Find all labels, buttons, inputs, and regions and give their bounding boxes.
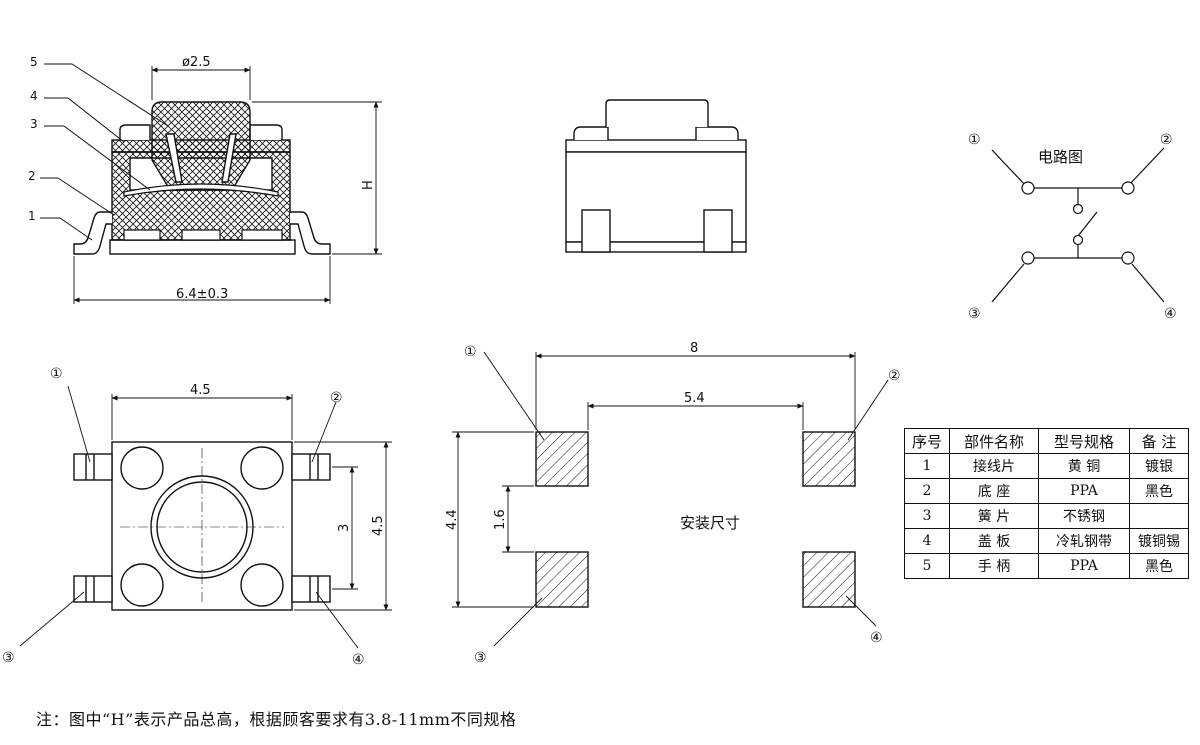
dim-footprint-height: 4.4: [445, 509, 460, 530]
front-cover: [565, 139, 747, 153]
switch-contact-top: [1072, 203, 1084, 215]
table-row: 5 手 柄 PPA 黑色: [904, 553, 1189, 579]
cell-remark: [1129, 503, 1189, 529]
callout-1: 1: [28, 209, 36, 223]
cell-part-name: 底 座: [949, 478, 1039, 504]
cell-part-name: 簧 片: [949, 503, 1039, 529]
dim-pin-pitch: 3: [337, 524, 352, 532]
header-remark: 备 注: [1129, 428, 1189, 454]
schematic-node-4: [1121, 251, 1135, 265]
cell-part-name: 盖 板: [949, 528, 1039, 554]
table-row: 3 簧 片 不锈钢: [904, 503, 1189, 529]
table-row: 1 接线片 黄 铜 镀银: [904, 453, 1189, 479]
height-note: 注：图中“H”表示产品总高，根据顾客要求有3.8-11mm不同规格: [36, 710, 517, 729]
header-part-name: 部件名称: [949, 428, 1039, 454]
parts-table-header: 序号 部件名称 型号规格 备 注: [904, 428, 1189, 454]
cell-spec: PPA: [1038, 553, 1130, 579]
cell-remark: 镀银: [1129, 453, 1189, 479]
cell-remark: 镀铜锡: [1129, 528, 1189, 554]
switch-lever: [1077, 211, 1098, 237]
pad-3: [535, 551, 589, 608]
cell-remark: 黑色: [1129, 553, 1189, 579]
footprint-callout-3: ③: [474, 650, 487, 666]
schematic-node-1: [1021, 181, 1035, 195]
top-view-callout-1: ①: [50, 366, 63, 382]
top-view-post-3: [120, 563, 164, 607]
front-base: [565, 241, 747, 253]
callout-5: 5: [30, 55, 38, 69]
dome-spring: [123, 183, 279, 197]
dim-side-width: 6.4±0.3: [176, 287, 228, 302]
terminal-right: [290, 211, 331, 255]
pad-4: [802, 551, 856, 608]
callout-3: 3: [30, 117, 38, 131]
front-view: [565, 99, 747, 253]
pad-2: [802, 431, 856, 487]
top-view-post-2: [240, 446, 284, 490]
footprint-callout-4: ④: [870, 630, 883, 646]
table-row: 4 盖 板 冷轧钢带 镀铜锡: [904, 528, 1189, 554]
schematic-title: 电路图: [1038, 148, 1083, 166]
schematic-node-2: [1121, 181, 1135, 195]
cell-spec: 黄 铜: [1038, 453, 1130, 479]
pcb-footprint: [452, 351, 889, 647]
cell-remark: 黑色: [1129, 478, 1189, 504]
table-row: 2 底 座 PPA 黑色: [904, 478, 1189, 504]
parts-table: 序号 部件名称 型号规格 备 注 1 接线片 黄 铜 镀银 2 底 座 PPA …: [904, 428, 1189, 579]
footprint-title: 安装尺寸: [680, 514, 740, 532]
schematic-node-3: [1021, 251, 1035, 265]
front-terminal-right: [703, 209, 733, 253]
callout-2: 2: [28, 169, 36, 183]
top-view-pin-2: [291, 453, 331, 481]
side-section-view: [40, 63, 382, 304]
cell-index: 4: [904, 528, 950, 554]
cell-index: 1: [904, 453, 950, 479]
front-terminal-left: [581, 209, 611, 253]
dim-top-height: 4.5: [371, 515, 386, 536]
schematic-pin-4: ④: [1164, 306, 1177, 322]
footprint-callout-2: ②: [888, 368, 901, 384]
pad-1: [535, 431, 589, 487]
actuator: [151, 101, 251, 191]
dim-footprint-gap: 1.6: [493, 509, 508, 530]
side-callouts: 5 4 3 2 1: [28, 55, 38, 223]
front-actuator: [605, 99, 709, 127]
header-index: 序号: [904, 428, 950, 454]
terminal-left: [73, 211, 112, 255]
top-view-callout-4: ④: [352, 652, 365, 668]
schematic-pin-2: ②: [1160, 132, 1173, 148]
cell-spec: 冷轧钢带: [1038, 528, 1130, 554]
base-plate: [109, 239, 296, 255]
cell-index: 5: [904, 553, 950, 579]
cell-index: 2: [904, 478, 950, 504]
circuit-schematic: [991, 147, 1165, 303]
top-view-pin-4: [291, 575, 331, 603]
top-view-post-4: [240, 563, 284, 607]
switch-contact-bottom: [1072, 234, 1084, 246]
top-view: [19, 385, 392, 649]
cell-spec: PPA: [1038, 478, 1130, 504]
top-view-pin-3: [73, 575, 113, 603]
top-view-pin-1: [73, 453, 113, 481]
cell-part-name: 手 柄: [949, 553, 1039, 579]
dim-actuator-diameter: ø2.5: [182, 55, 211, 70]
schematic-pin-3: ③: [968, 306, 981, 322]
header-spec: 型号规格: [1038, 428, 1130, 454]
cell-index: 3: [904, 503, 950, 529]
cell-spec: 不锈钢: [1038, 503, 1130, 529]
callout-4: 4: [30, 89, 38, 103]
footprint-callout-1: ①: [464, 344, 477, 360]
dim-footprint-inner: 5.4: [684, 391, 705, 406]
top-view-post-1: [120, 446, 164, 490]
top-view-callout-3: ③: [2, 650, 15, 666]
top-view-callout-2: ②: [330, 390, 343, 406]
schematic-pin-1: ①: [968, 132, 981, 148]
dim-top-width: 4.5: [190, 383, 211, 398]
dim-height-h: H: [361, 180, 376, 190]
dim-footprint-outer: 8: [690, 341, 698, 356]
cell-part-name: 接线片: [949, 453, 1039, 479]
